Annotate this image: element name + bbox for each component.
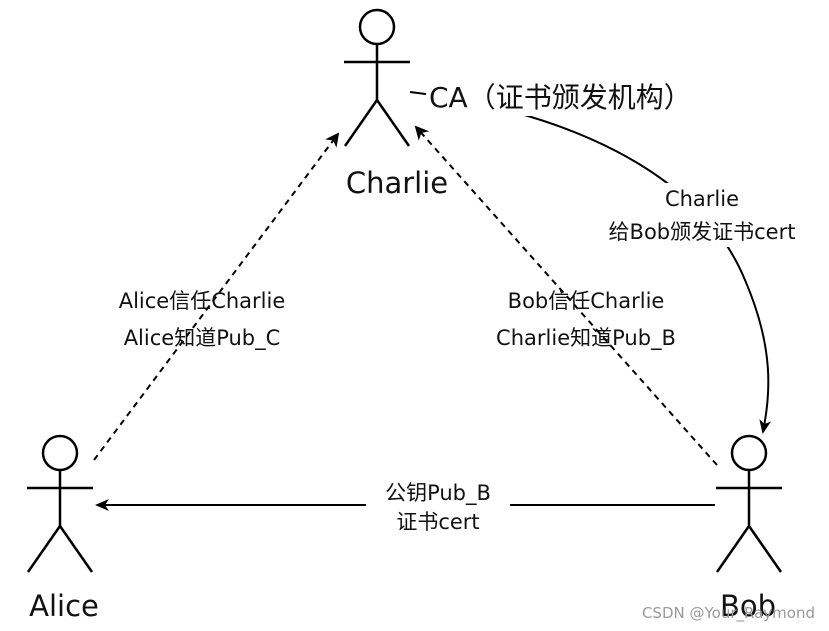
send-cert-label-line1: 公钥Pub_B [385,481,491,506]
alice-trust-label-line2: Alice知道Pub_C [124,326,281,351]
send-cert-label-line2: 证书cert [396,510,479,534]
alice-name-label: Alice [29,589,99,623]
bob-alice-label-bg [366,480,510,538]
charlie-name-label: Charlie [346,166,448,200]
alice-trust-charlie-edge [93,132,340,461]
watermark-text: CSDN @Your_Raymond [642,604,815,623]
charlie-cert-label-bg [582,183,820,247]
ca-label-bg [426,78,716,116]
charlie-issue-cert-edge [409,91,772,434]
charlie-actor-icon [343,8,411,147]
bob-trust-label-line1: Bob信任Charlie [508,289,665,313]
charlie-role-label: CA（证书颁发机构） [429,81,692,114]
alice-actor-icon [26,434,94,573]
bob-trust-label-line2: Charlie知道Pub_B [496,326,676,351]
issue-cert-label-line1: Charlie [665,187,739,211]
issue-cert-label-line2: 给Bob颁发证书cert [609,220,796,244]
bob-actor-icon [715,434,783,573]
alice-trust-label-line1: Alice信任Charlie [119,289,286,313]
bob-trust-charlie-edge [414,125,718,466]
bob-name-label: Bob [720,589,776,623]
